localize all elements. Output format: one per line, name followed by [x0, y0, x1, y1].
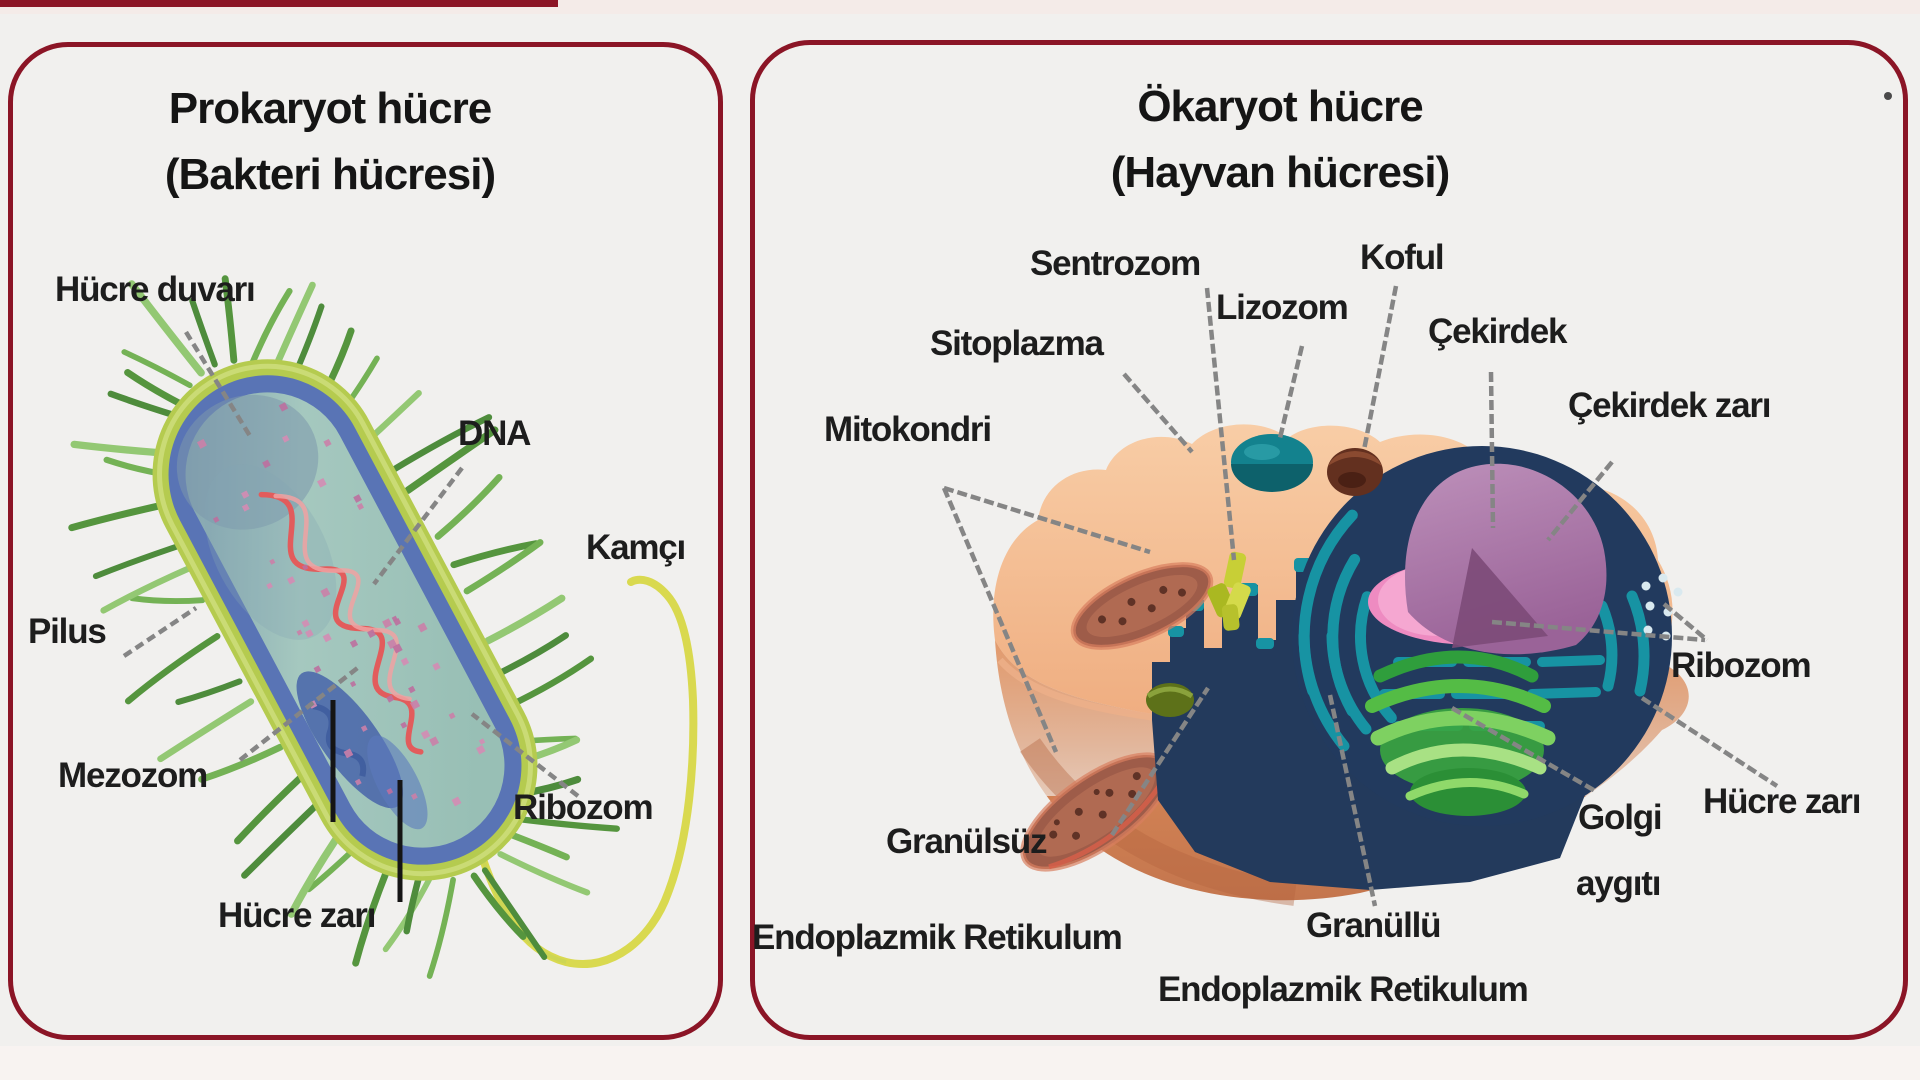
label-smooth-er-line2: Endoplazmik Retikulum: [752, 918, 1123, 957]
label-rough-er-line2: Endoplazmik Retikulum: [1158, 970, 1529, 1009]
label-cell-wall: Hücre duvarı: [55, 270, 256, 309]
label-golgi-line2: aygıtı: [1576, 864, 1661, 903]
label-membrane-left: Hücre zarı: [218, 896, 376, 935]
label-rough-er-line1: Granüllü: [1306, 906, 1441, 945]
label-nucleus: Çekirdek: [1428, 312, 1567, 351]
label-mitochondria: Mitokondri: [824, 410, 992, 449]
label-ribosome-left: Ribozom: [513, 788, 654, 827]
label-cytoplasm: Sitoplazma: [930, 324, 1104, 363]
label-vacuole: Koful: [1360, 238, 1445, 277]
eukaryote-panel: [750, 40, 1908, 1040]
label-lysosome: Lizozom: [1216, 288, 1349, 327]
label-ribosome-right: Ribozom: [1671, 646, 1812, 685]
label-pilus: Pilus: [28, 612, 107, 651]
label-golgi-line1: Golgi: [1578, 798, 1663, 837]
prokaryote-panel: [8, 42, 723, 1040]
bottom-strip: [0, 1046, 1920, 1080]
eukaryote-title-line2: (Hayvan hücresi): [1110, 148, 1451, 197]
prokaryote-title-line1: Prokaryot hücre: [168, 84, 492, 133]
top-left-maroon-bar: [0, 0, 558, 7]
prokaryote-title-line2: (Bakteri hücresi): [164, 150, 496, 199]
label-nuclear-envelope: Çekirdek zarı: [1568, 386, 1771, 425]
label-membrane-right: Hücre zarı: [1703, 782, 1861, 821]
eukaryote-title-line1: Ökaryot hücre: [1137, 82, 1423, 131]
eukaryote-title: Ökaryot hücre (Hayvan hücresi): [1020, 74, 1540, 206]
label-mesosome: Mezozom: [58, 756, 208, 795]
prokaryote-title: Prokaryot hücre (Bakteri hücresi): [70, 76, 590, 208]
label-centrosome: Sentrozom: [1030, 244, 1201, 283]
label-flagellum: Kamçı: [586, 528, 686, 567]
label-dna: DNA: [458, 414, 531, 453]
label-smooth-er-line1: Granülsüz: [886, 822, 1048, 861]
